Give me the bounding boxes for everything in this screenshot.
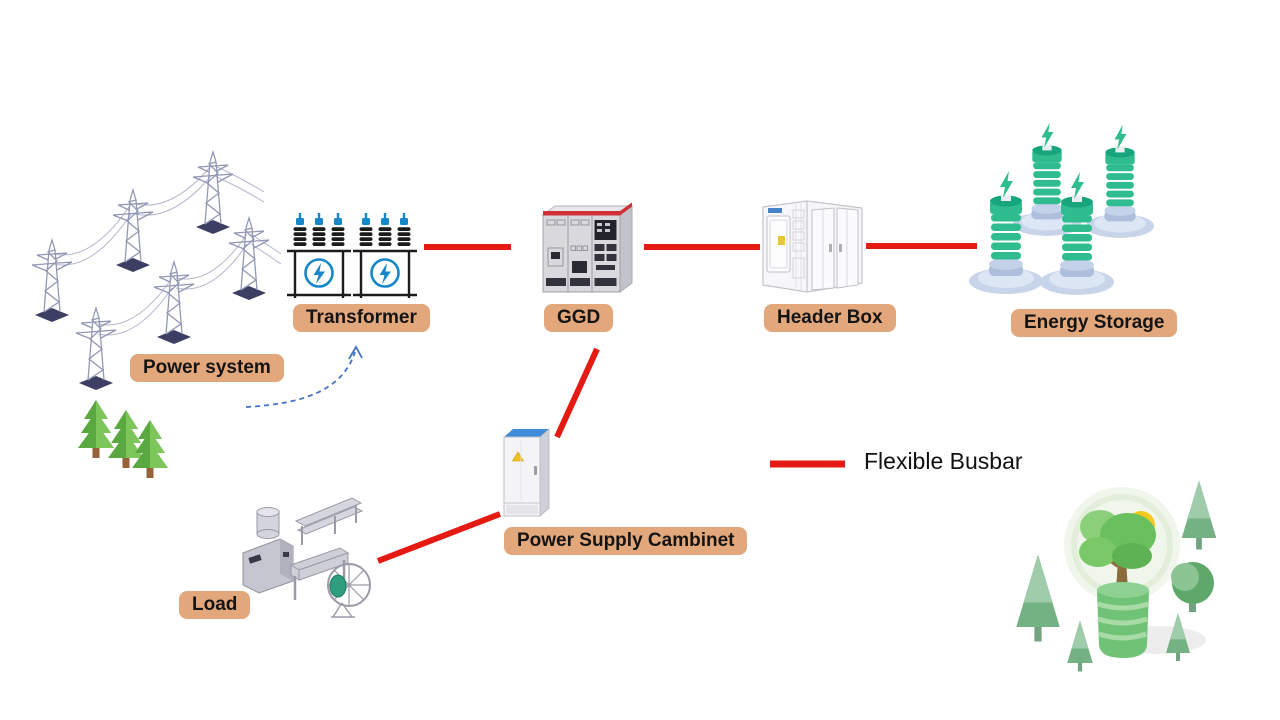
label-power-system: Power system <box>130 354 284 382</box>
ggd-cabinet-illustration <box>541 202 634 293</box>
round-tree <box>1171 562 1214 612</box>
label-load: Load <box>179 591 251 619</box>
transmission-tower <box>75 307 117 391</box>
bulb-base <box>1097 582 1149 658</box>
eco-illustration <box>1016 480 1217 672</box>
flow-arrow <box>245 345 363 408</box>
label-header-box: Header Box <box>764 304 896 332</box>
label-ggd: GGD <box>544 304 614 332</box>
transmission-tower <box>153 261 195 345</box>
label-transformer: Transformer <box>293 304 430 332</box>
transmission-tower <box>192 151 234 235</box>
busbar-connections <box>376 243 977 564</box>
power-supply-cabinet-illustration <box>503 428 550 517</box>
label-power-supply-cabinet: Power Supply Cambinet <box>504 527 748 555</box>
eco-trees <box>1016 480 1217 672</box>
transmission-tower <box>228 217 270 301</box>
load-equipment-illustration <box>242 497 371 618</box>
legend-flexible-busbar-text: Flexible Busbar <box>864 448 1023 474</box>
pine-trees <box>78 400 168 478</box>
energy-storage-illustration <box>969 122 1155 295</box>
transmission-tower <box>31 239 73 323</box>
header-box-illustration <box>762 200 863 293</box>
label-energy-storage: Energy Storage <box>1011 309 1178 337</box>
busbar-powersupply-load <box>376 511 502 564</box>
transformer-illustration <box>285 211 419 300</box>
power-system-illustration <box>31 151 282 478</box>
busbar-ggd-powersupply <box>554 347 600 439</box>
